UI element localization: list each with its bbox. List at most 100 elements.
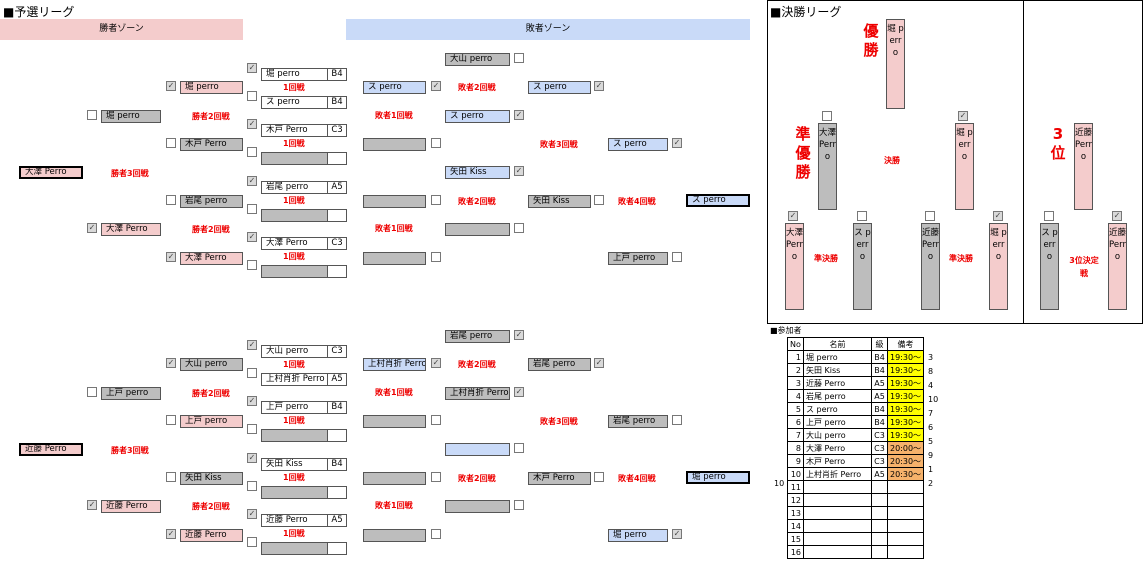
blockA-l1-checkbox-2[interactable] <box>431 195 441 205</box>
blockA-l1-entry-2 <box>363 195 426 208</box>
blockA-l1-entry-1 <box>363 138 426 151</box>
blockA-l2-checkbox-0[interactable]: ✓ <box>514 110 524 120</box>
blockB-l2w-checkbox-1[interactable] <box>594 472 604 482</box>
blockB-l1-entry-1 <box>363 415 426 428</box>
blockB-l1-checkbox-2[interactable] <box>431 472 441 482</box>
third-b-checkbox[interactable]: ✓ <box>1112 211 1122 221</box>
participant-time: 20:30～ <box>886 467 925 481</box>
participant-name: 上戸 perro <box>803 415 872 429</box>
blockA-top-checkbox[interactable] <box>514 53 524 63</box>
blockA-l1-checkbox-1[interactable] <box>431 138 441 148</box>
blockB-r1-checkbox-0[interactable]: ✓ <box>247 340 257 350</box>
blockA-w2out-entry-1: 大澤 Perro <box>101 223 161 236</box>
blockA-l1-checkbox-0[interactable]: ✓ <box>431 81 441 91</box>
participant-time <box>886 545 925 559</box>
blockB-r1-checkbox-6[interactable]: ✓ <box>247 509 257 519</box>
blockB-w2-checkbox-1[interactable] <box>166 415 176 425</box>
blockA-r1-entry-3 <box>261 152 328 165</box>
participant-lv: B4 <box>871 402 888 416</box>
header-no: No <box>787 337 804 351</box>
participant-no: 2 <box>787 363 804 377</box>
participant-name: 大澤 Perro <box>803 441 872 455</box>
blockB-r1-checkbox-7[interactable] <box>247 537 257 547</box>
semi1-a-checkbox[interactable]: ✓ <box>788 211 798 221</box>
blockB-r1-checkbox-2[interactable]: ✓ <box>247 396 257 406</box>
blockB-r1-label-0: 1回戦 <box>283 360 305 369</box>
blockA-w2-label-1: 勝者2回戦 <box>192 225 230 234</box>
blockA-l2-entry-2 <box>445 223 510 236</box>
blockB-w2out-checkbox-1[interactable]: ✓ <box>87 500 97 510</box>
semi1-b-checkbox[interactable] <box>857 211 867 221</box>
blockB-r1-checkbox-1[interactable] <box>247 368 257 378</box>
blockA-l3-checkbox-1[interactable] <box>672 252 682 262</box>
finals-title: ■決勝リーグ <box>770 5 842 19</box>
blockB-top-checkbox[interactable]: ✓ <box>514 330 524 340</box>
blockB-r1-entry-5 <box>261 486 328 499</box>
participant-name <box>803 545 872 559</box>
blockA-l2-checkbox-2[interactable] <box>514 223 524 233</box>
blockA-l2w-checkbox-1[interactable] <box>594 195 604 205</box>
blockA-r1-entry-2: 木戸 Perro <box>261 124 328 137</box>
blockB-l1-label-0: 敗者1回戦 <box>375 388 413 397</box>
participant-no: 5 <box>787 402 804 416</box>
participant-extra-number: 4 <box>928 381 934 390</box>
blockA-w2-checkbox-0[interactable]: ✓ <box>166 81 176 91</box>
blockB-w2-checkbox-3[interactable]: ✓ <box>166 529 176 539</box>
participant-no: 16 <box>787 545 804 559</box>
blockA-l1-checkbox-3[interactable] <box>431 252 441 262</box>
blockA-l2-label-0: 敗者2回戦 <box>458 83 496 92</box>
semi2-a-box: 近藤 Perro <box>921 223 940 310</box>
blockA-r1-checkbox-4[interactable]: ✓ <box>247 176 257 186</box>
blockB-l1-checkbox-1[interactable] <box>431 415 441 425</box>
blockB-r1-level-6: A5 <box>327 514 347 527</box>
blockA-l4-label: 敗者4回戦 <box>618 197 656 206</box>
blockB-r1-checkbox-4[interactable]: ✓ <box>247 453 257 463</box>
blockB-l1-checkbox-3[interactable] <box>431 529 441 539</box>
blockB-l2-checkbox-2[interactable] <box>514 500 524 510</box>
blockA-w2out-checkbox-0[interactable] <box>87 110 97 120</box>
blockB-w2-checkbox-0[interactable]: ✓ <box>166 358 176 368</box>
third-a-box: ス perro <box>1040 223 1059 310</box>
blockB-r1-checkbox-3[interactable] <box>247 424 257 434</box>
blockA-r1-checkbox-2[interactable]: ✓ <box>247 119 257 129</box>
participant-no: 3 <box>787 376 804 390</box>
blockB-l1-entry-2 <box>363 472 426 485</box>
blockB-l3-label: 敗者3回戦 <box>540 417 578 426</box>
participant-lv <box>871 493 888 507</box>
blockB-l1-checkbox-0[interactable]: ✓ <box>431 358 441 368</box>
blockA-w2-checkbox-2[interactable] <box>166 195 176 205</box>
blockA-w2out-checkbox-1[interactable]: ✓ <box>87 223 97 233</box>
blockB-l2w-checkbox-0[interactable]: ✓ <box>594 358 604 368</box>
blockA-l2-checkbox-1[interactable]: ✓ <box>514 166 524 176</box>
blockA-l3-checkbox-0[interactable]: ✓ <box>672 138 682 148</box>
blockA-r1-entry-1: ス perro <box>261 96 328 109</box>
blockA-l2w-checkbox-0[interactable]: ✓ <box>594 81 604 91</box>
blockA-w2-checkbox-1[interactable] <box>166 138 176 148</box>
final-right-checkbox[interactable]: ✓ <box>958 111 968 121</box>
blockA-r1-checkbox-0[interactable]: ✓ <box>247 63 257 73</box>
blockB-w2out-checkbox-0[interactable] <box>87 387 97 397</box>
blockB-w2-label-0: 勝者2回戦 <box>192 389 230 398</box>
blockA-r1-checkbox-7[interactable] <box>247 260 257 270</box>
semi2-a-checkbox[interactable] <box>925 211 935 221</box>
blockA-r1-checkbox-5[interactable] <box>247 204 257 214</box>
blockB-l2-checkbox-1[interactable] <box>514 443 524 453</box>
blockB-l3-checkbox-1[interactable]: ✓ <box>672 529 682 539</box>
blockA-r1-checkbox-6[interactable]: ✓ <box>247 232 257 242</box>
blockB-l2-checkbox-0[interactable]: ✓ <box>514 387 524 397</box>
final-left-checkbox[interactable] <box>822 111 832 121</box>
semi2-b-checkbox[interactable]: ✓ <box>993 211 1003 221</box>
blockA-r1-checkbox-1[interactable] <box>247 91 257 101</box>
participant-extra-number: 5 <box>928 437 934 446</box>
blockB-r1-checkbox-5[interactable] <box>247 481 257 491</box>
blockB-l3-checkbox-0[interactable] <box>672 415 682 425</box>
blockA-r1-label-1: 1回戦 <box>283 139 305 148</box>
participant-lv <box>871 545 888 559</box>
header-notes: 備考 <box>886 337 925 351</box>
third-a-checkbox[interactable] <box>1044 211 1054 221</box>
participants-title: ■参加者 <box>770 326 802 335</box>
blockB-w2-checkbox-2[interactable] <box>166 472 176 482</box>
blockA-r1-entry-7 <box>261 265 328 278</box>
blockA-w2-checkbox-3[interactable]: ✓ <box>166 252 176 262</box>
blockA-r1-checkbox-3[interactable] <box>247 147 257 157</box>
